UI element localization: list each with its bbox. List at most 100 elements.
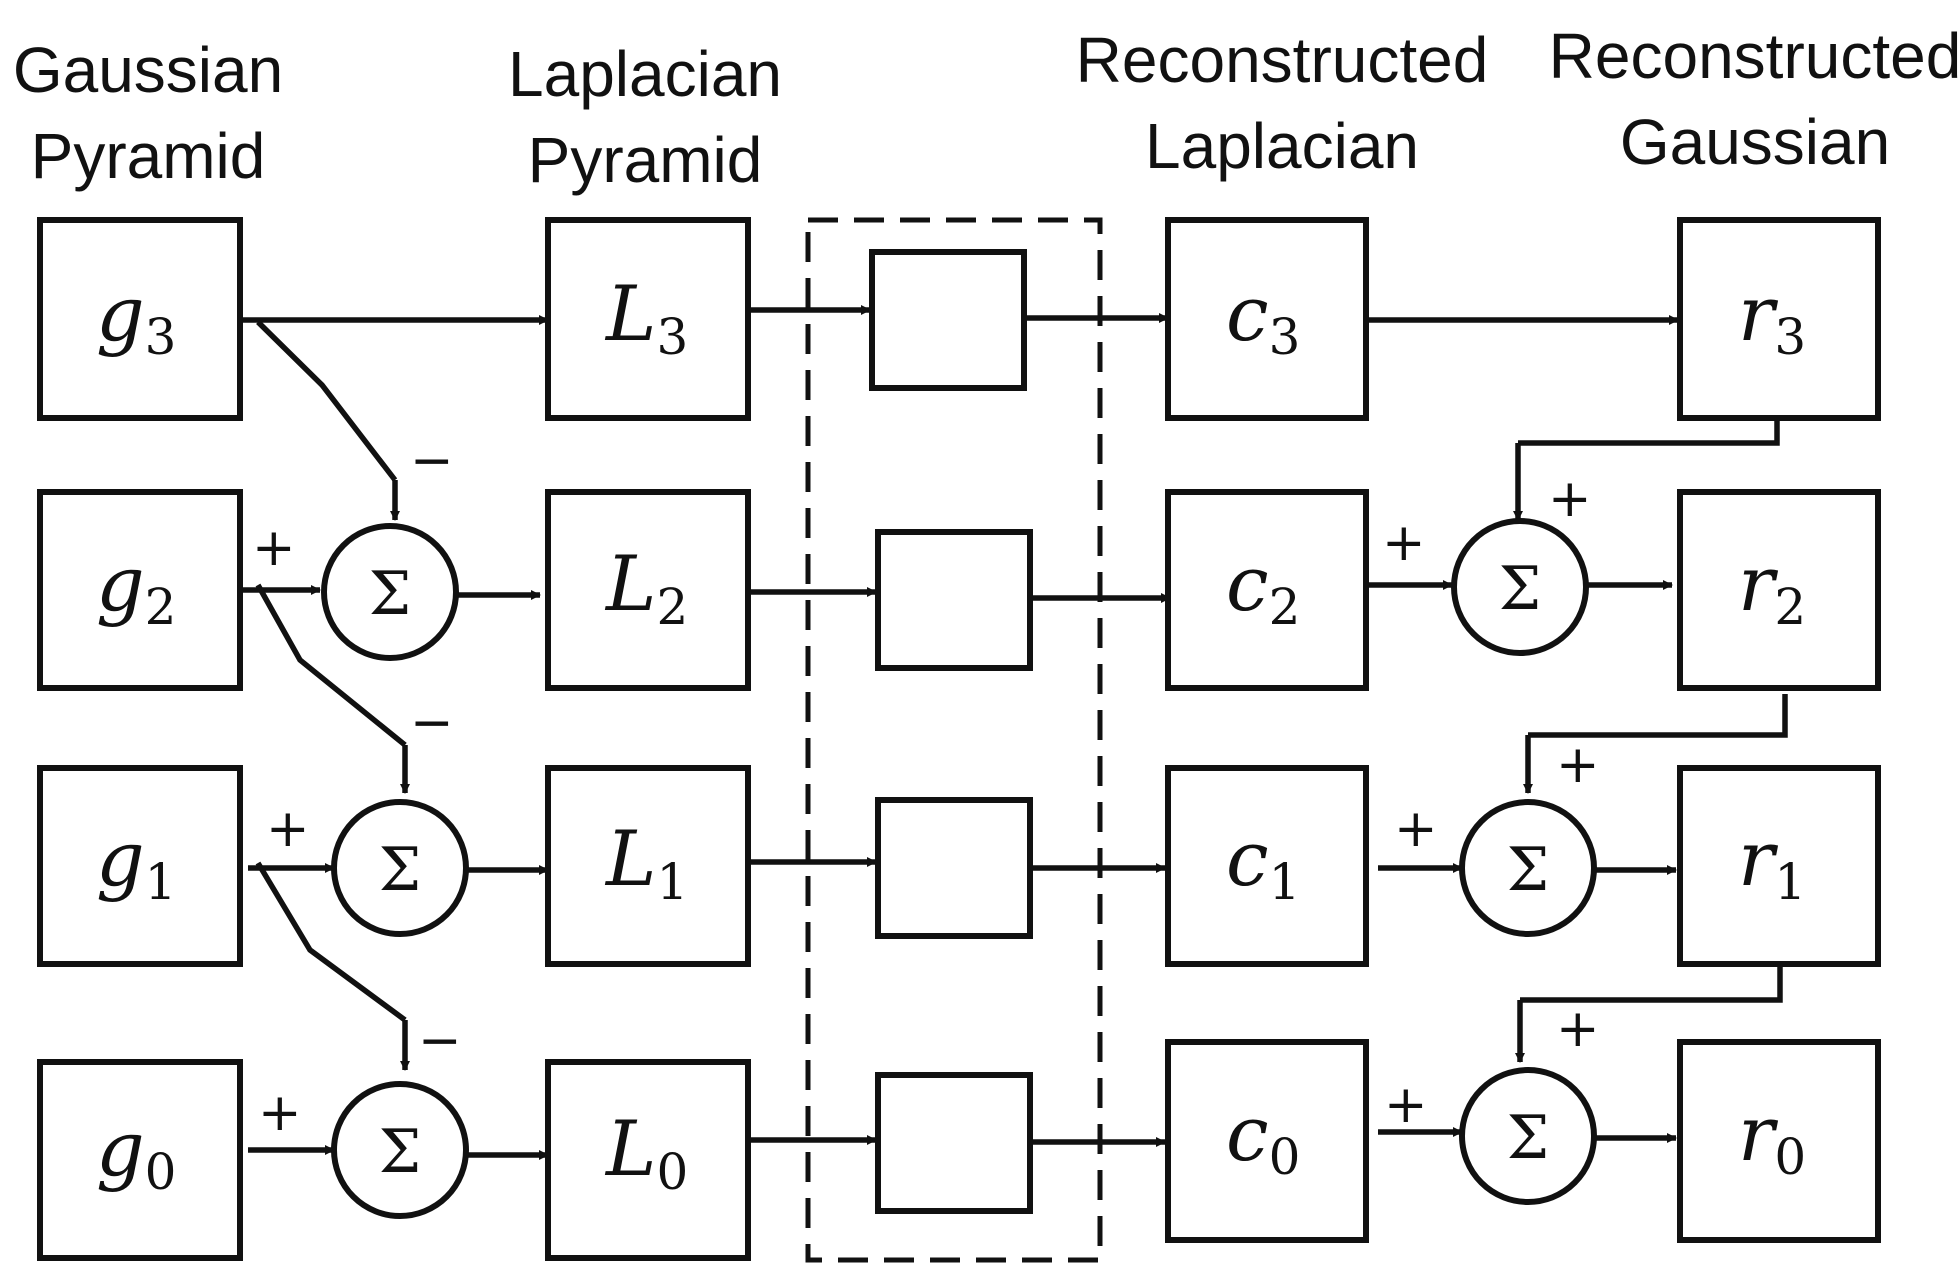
sum-symbol: Σ bbox=[379, 1117, 421, 1187]
svg-text:c3: c3 bbox=[1226, 269, 1300, 366]
recon-gaussian-node-1-symbol: r bbox=[1738, 814, 1779, 903]
gaussian-header-line2: Pyramid bbox=[31, 120, 266, 192]
processing-box-3 bbox=[869, 249, 1027, 391]
processing-box-2 bbox=[875, 529, 1033, 671]
svg-text:g0: g0 bbox=[96, 1104, 176, 1201]
minus-sign-1: − bbox=[410, 693, 454, 753]
gaussian-header-line1: Gaussian bbox=[13, 34, 283, 106]
gaussian-node-0-subscript: 0 bbox=[145, 1143, 177, 1201]
laplacian-node-0-subscript: 0 bbox=[656, 1143, 688, 1201]
svg-text:L3: L3 bbox=[604, 269, 688, 366]
laplacian-node-3-symbol: L bbox=[604, 269, 656, 358]
recon-laplacian-node-3: c3 bbox=[1165, 217, 1369, 421]
recon-laplacian-node-1-symbol: c bbox=[1226, 814, 1269, 903]
recon-gaussian-header-line1: Reconstructed bbox=[1549, 20, 1958, 92]
minus-sign-0: − bbox=[418, 1011, 462, 1071]
laplacian-header-line2: Pyramid bbox=[528, 124, 763, 196]
laplacian-node-1: L1 bbox=[545, 765, 751, 967]
svg-text:L2: L2 bbox=[604, 539, 688, 636]
laplacian-node-1-symbol: L bbox=[604, 814, 656, 903]
sum-node-recon-1: Σ bbox=[1459, 799, 1597, 937]
svg-text:c1: c1 bbox=[1226, 814, 1300, 911]
recon-laplacian-node-3-symbol: c bbox=[1226, 269, 1269, 358]
recon-gaussian-node-0: r0 bbox=[1677, 1039, 1881, 1243]
plus-sign-1: + bbox=[266, 799, 310, 859]
svg-text:r2: r2 bbox=[1738, 539, 1806, 636]
svg-text:L0: L0 bbox=[604, 1104, 688, 1201]
gaussian-node-3-symbol: g bbox=[96, 269, 145, 358]
sum-symbol: Σ bbox=[379, 835, 421, 905]
recon-laplacian-node-0: c0 bbox=[1165, 1039, 1369, 1243]
gaussian-node-3: g3 bbox=[37, 217, 243, 421]
svg-text:r3: r3 bbox=[1738, 269, 1806, 366]
plus-sign-2: + bbox=[252, 518, 296, 578]
processing-region-dashed bbox=[805, 217, 1103, 1263]
laplacian-node-0-symbol: L bbox=[604, 1104, 656, 1193]
gaussian-node-1-subscript: 1 bbox=[145, 853, 177, 911]
svg-text:g3: g3 bbox=[96, 269, 176, 366]
sum-node-recon-0: Σ bbox=[1459, 1067, 1597, 1205]
svg-text:c2: c2 bbox=[1226, 539, 1300, 636]
sum-symbol: Σ bbox=[1507, 1103, 1549, 1173]
plus-sign-recon-input-1: + bbox=[1394, 799, 1438, 859]
svg-text:r1: r1 bbox=[1738, 814, 1806, 911]
recon-laplacian-node-3-subscript: 3 bbox=[1269, 308, 1301, 366]
svg-text:c0: c0 bbox=[1226, 1089, 1300, 1186]
plus-sign-recon-feedback-0: + bbox=[1556, 999, 1600, 1059]
svg-text:g1: g1 bbox=[96, 814, 176, 911]
recon-laplacian-node-0-subscript: 0 bbox=[1269, 1128, 1301, 1186]
recon-laplacian-node-2-subscript: 2 bbox=[1269, 578, 1301, 636]
processing-box-0 bbox=[875, 1072, 1033, 1214]
minus-sign-2: − bbox=[410, 431, 454, 491]
recon-laplacian-header-line1: Reconstructed bbox=[1076, 24, 1489, 96]
recon-gaussian-node-2-symbol: r bbox=[1738, 539, 1779, 628]
recon-laplacian-node-2-symbol: c bbox=[1226, 539, 1269, 628]
plus-sign-recon-input-0: + bbox=[1384, 1075, 1428, 1135]
sum-symbol: Σ bbox=[369, 559, 411, 629]
svg-text:L1: L1 bbox=[604, 814, 688, 911]
recon-gaussian-node-1-subscript: 1 bbox=[1774, 853, 1806, 911]
svg-text:r0: r0 bbox=[1738, 1089, 1806, 1186]
recon-laplacian-header-line2: Laplacian bbox=[1145, 110, 1419, 182]
gaussian-node-1-symbol: g bbox=[96, 814, 145, 903]
recon-gaussian-node-1: r1 bbox=[1677, 765, 1881, 967]
svg-text:g2: g2 bbox=[96, 539, 176, 636]
plus-sign-0: + bbox=[258, 1083, 302, 1143]
plus-sign-recon-feedback-1: + bbox=[1556, 735, 1600, 795]
recon-gaussian-node-2: r2 bbox=[1677, 489, 1881, 691]
processing-box-1 bbox=[875, 797, 1033, 939]
sum-node-recon-2: Σ bbox=[1451, 518, 1589, 656]
laplacian-node-0: L0 bbox=[545, 1059, 751, 1261]
recon-gaussian-node-3: r3 bbox=[1677, 217, 1881, 421]
plus-sign-recon-input-2: + bbox=[1382, 513, 1426, 573]
gaussian-node-3-subscript: 3 bbox=[145, 308, 177, 366]
laplacian-node-2: L2 bbox=[545, 489, 751, 691]
laplacian-node-1-subscript: 1 bbox=[656, 853, 688, 911]
sum-symbol: Σ bbox=[1499, 554, 1541, 624]
recon-gaussian-node-3-symbol: r bbox=[1738, 269, 1779, 358]
recon-laplacian-node-0-symbol: c bbox=[1226, 1089, 1269, 1178]
gaussian-node-0: g0 bbox=[37, 1059, 243, 1261]
recon-gaussian-header-line2: Gaussian bbox=[1620, 106, 1890, 178]
gaussian-node-2-symbol: g bbox=[96, 539, 145, 628]
recon-gaussian-node-3-subscript: 3 bbox=[1774, 308, 1806, 366]
recon-laplacian-node-2: c2 bbox=[1165, 489, 1369, 691]
plus-sign-recon-feedback-2: + bbox=[1548, 469, 1592, 529]
sum-node-laplacian-1: Σ bbox=[331, 799, 469, 937]
gaussian-node-2-subscript: 2 bbox=[145, 578, 177, 636]
gaussian-node-0-symbol: g bbox=[96, 1104, 145, 1193]
sum-node-laplacian-0: Σ bbox=[331, 1081, 469, 1219]
recon-laplacian-node-1: c1 bbox=[1165, 765, 1369, 967]
recon-gaussian-node-0-subscript: 0 bbox=[1774, 1128, 1806, 1186]
laplacian-node-3: L3 bbox=[545, 217, 751, 421]
recon-laplacian-node-1-subscript: 1 bbox=[1269, 853, 1301, 911]
wires bbox=[240, 305, 1788, 1160]
laplacian-header-line1: Laplacian bbox=[508, 38, 782, 110]
laplacian-node-3-subscript: 3 bbox=[656, 308, 688, 366]
recon-gaussian-node-0-symbol: r bbox=[1738, 1089, 1779, 1178]
sum-symbol: Σ bbox=[1507, 835, 1549, 905]
gaussian-node-2: g2 bbox=[37, 489, 243, 691]
laplacian-node-2-symbol: L bbox=[604, 539, 656, 628]
sum-node-laplacian-2: Σ bbox=[321, 523, 459, 661]
